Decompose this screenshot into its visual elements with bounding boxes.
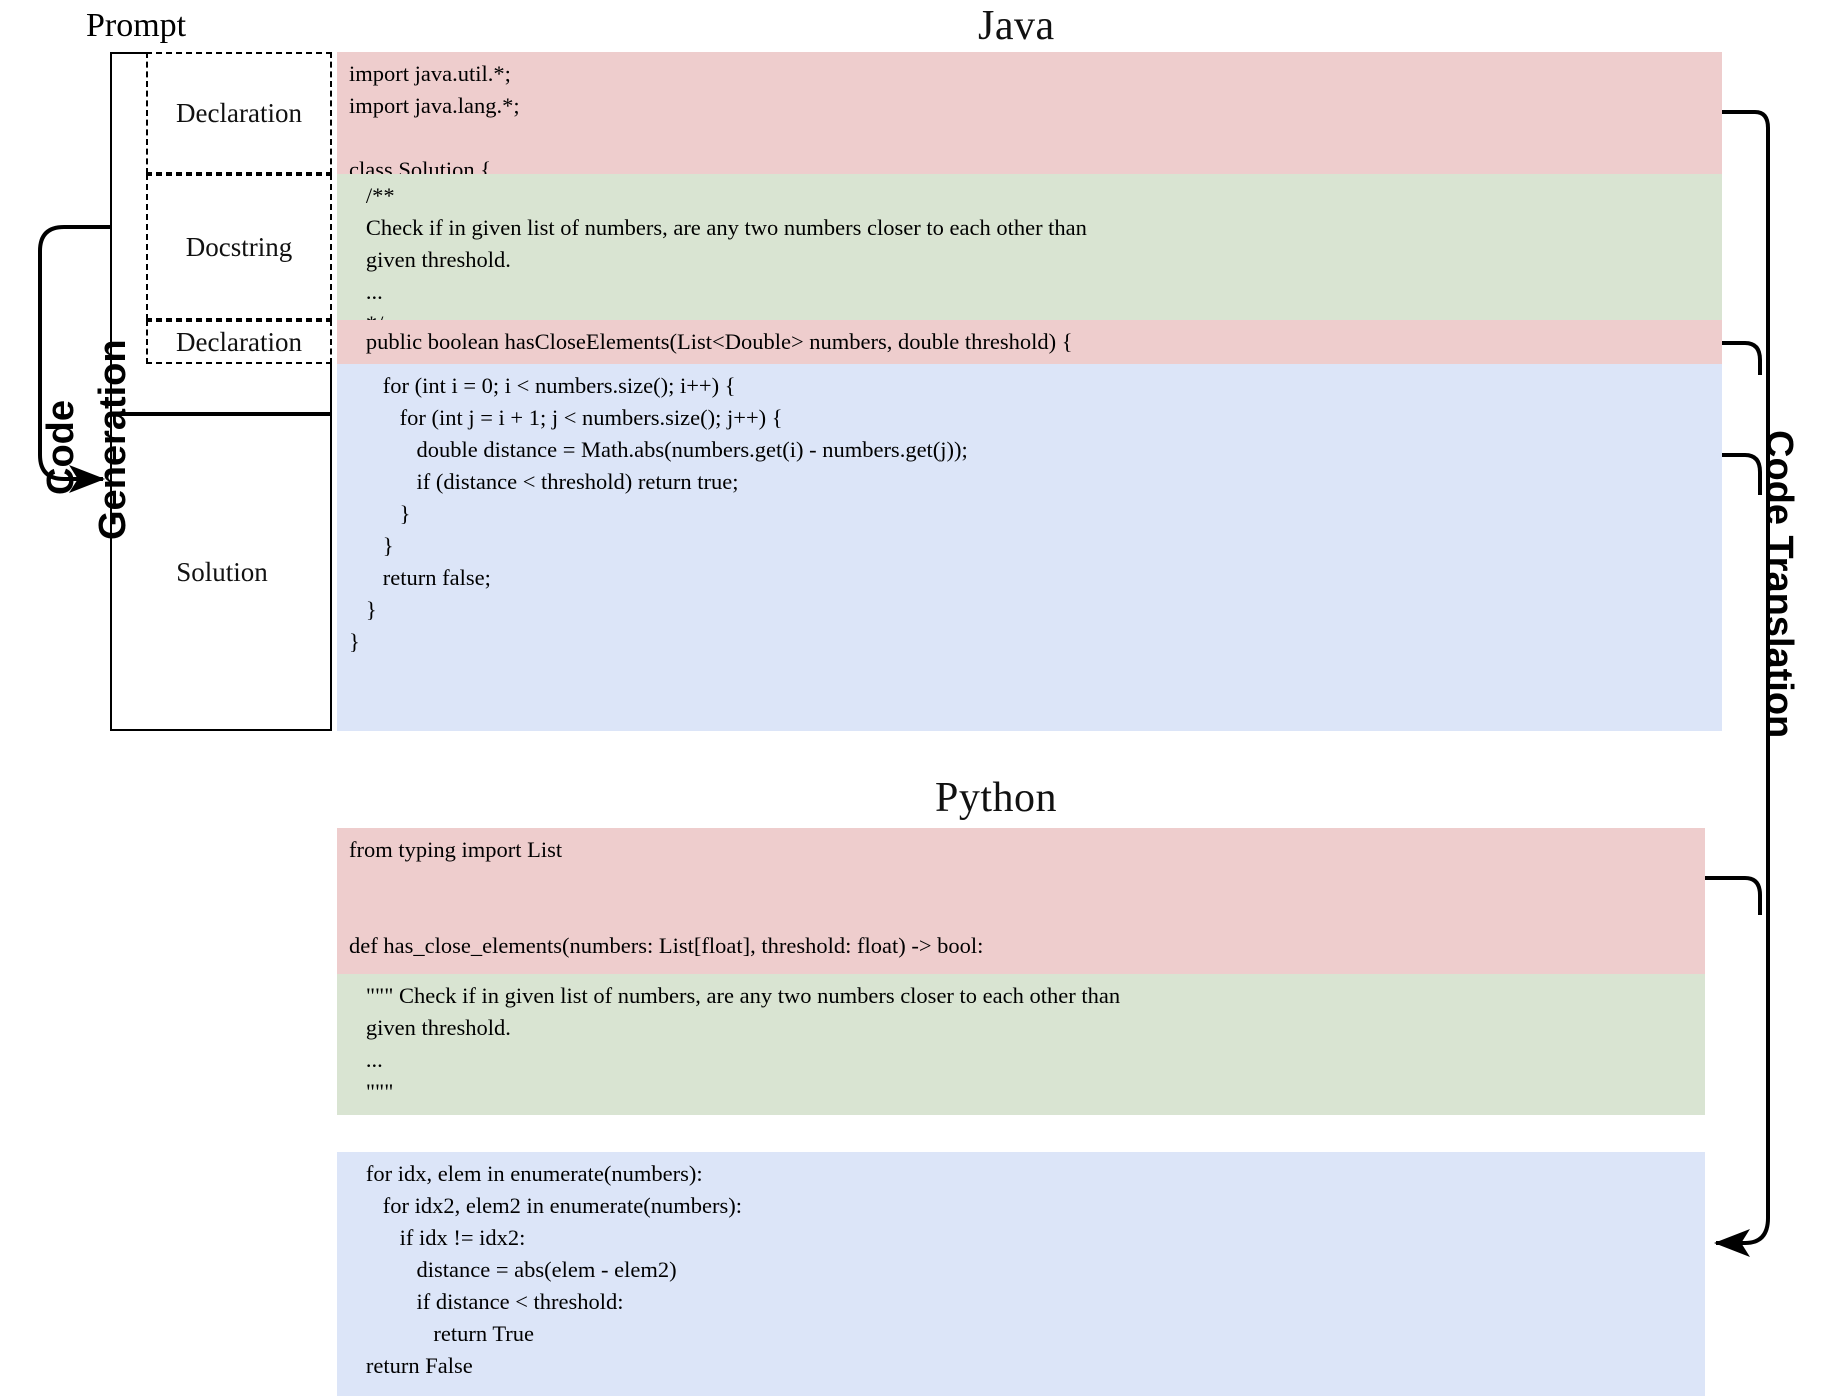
prompt-box-declaration-2-label: Declaration	[176, 326, 302, 357]
prompt-box-docstring	[146, 174, 332, 320]
prompt-label: Prompt	[86, 7, 187, 44]
python-block-docstring: """ Check if in given list of numbers, a…	[337, 974, 1705, 1115]
java-block-docstring: /** Check if in given list of numbers, a…	[337, 174, 1722, 336]
python-block-solution: for idx, elem in enumerate(numbers): for…	[337, 1152, 1705, 1396]
java-block-declaration-imports: import java.util.*; import java.lang.*; …	[337, 52, 1722, 182]
solution-outer-box	[110, 414, 332, 731]
code-generation-label-line2: Generation	[92, 339, 134, 540]
code-translation-branch-python-declaration	[1705, 876, 1762, 915]
code-translation-branch-declaration	[1722, 341, 1762, 375]
code-translation-label: Code Translation	[1758, 430, 1800, 739]
prompt-box-declaration-1	[146, 52, 332, 174]
solution-box-label: Solution	[176, 557, 268, 587]
code-generation-label-line1: Code	[40, 400, 82, 495]
prompt-box-docstring-label: Docstring	[185, 231, 293, 262]
java-section-title: Java	[978, 3, 1055, 49]
code-translation-branch-solution	[1722, 453, 1762, 495]
java-block-declaration-signature: public boolean hasCloseElements(List<Dou…	[337, 320, 1722, 364]
java-block-solution: for (int i = 0; i < numbers.size(); i++)…	[337, 364, 1722, 731]
prompt-box-declaration-1-label: Declaration	[176, 97, 302, 128]
python-section-title: Python	[935, 775, 1058, 821]
python-block-declaration: from typing import List def has_close_el…	[337, 828, 1705, 974]
prompt-box-declaration-2	[146, 320, 332, 364]
